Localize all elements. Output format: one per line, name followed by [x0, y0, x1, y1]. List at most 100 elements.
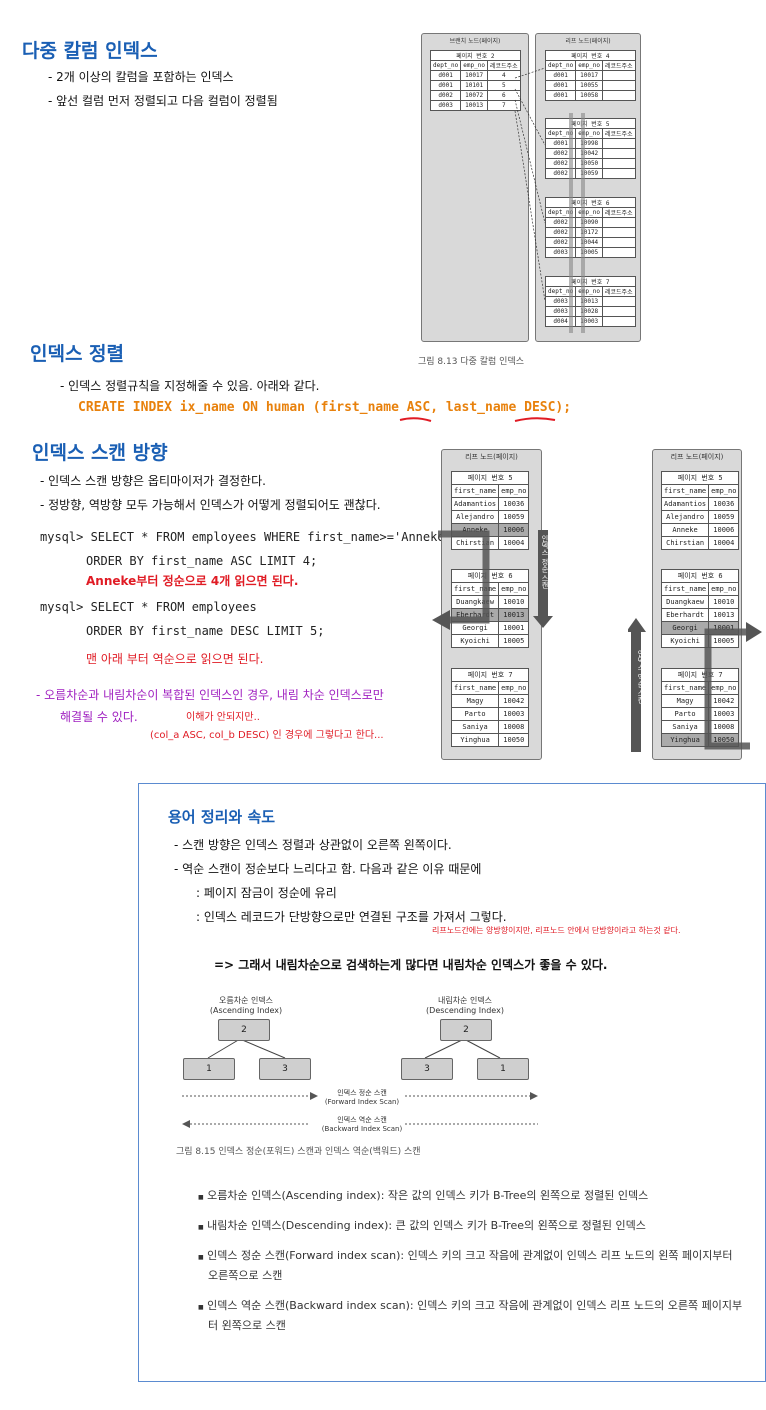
def-forward-scan: ■ 인덱스 정순 스캔(Forward index scan): 인덱스 키의 … — [198, 1246, 733, 1268]
desc-label-1: 내림차순 인덱스 — [437, 996, 493, 1005]
cell — [601, 168, 636, 179]
index-sort-note: - 인덱스 정렬규칙을 지정해줄 수 있음. 아래와 같다. — [60, 379, 320, 393]
cell: Adamantios — [450, 497, 500, 511]
bullet-square-icon: ■ — [198, 1304, 204, 1311]
purple-note-line1: - 오름차순과 내림차순이 복합된 인덱스인 경우, 내림 차순 인덱스로만 — [36, 688, 384, 702]
cell: 10059 — [575, 168, 603, 179]
desc-root-node: 2 — [440, 1019, 492, 1041]
forward-scan-label: 인덱스 정순 스캔 — [541, 535, 549, 589]
leaf-node-title: 리프 노드(페이지) — [565, 38, 611, 45]
scan-direction-bullet-1: - 인덱스 스캔 방향은 옵티마이저가 결정한다. — [40, 474, 266, 488]
section-title-terms-speed: 용어 정리와 속도 — [168, 808, 276, 826]
backward-scan-caption: 인덱스 역순 스캔 (Backward Index Scan) — [312, 1115, 412, 1133]
desc-right-node: 1 — [477, 1058, 529, 1080]
asc-label-1: 오름차순 인덱스 — [218, 996, 274, 1005]
cell: Magy — [450, 694, 500, 708]
cell: d004 — [544, 316, 577, 327]
page-label: 페이지 번호 6 — [660, 569, 740, 583]
def-descending: ■ 내림차순 인덱스(Descending index): 큰 값의 인덱스 키… — [198, 1216, 646, 1238]
cell: Kyoichi — [450, 634, 500, 648]
desc-label-2: (Descending Index) — [426, 1006, 504, 1015]
page-label: 페이지 번호 5 — [450, 471, 530, 485]
backward-scan-label: 인덱스 역순 스캔 — [637, 650, 645, 704]
page-label: 페이지 번호 7 — [660, 668, 740, 682]
underline-marks — [399, 417, 556, 422]
terms-red-note: 리프노드간에는 양방향이지만, 리프노드 안에서 단방향이라고 하는것 같다. — [432, 926, 681, 935]
create-index-code: CREATE INDEX ix_name ON human (first_nam… — [78, 400, 572, 415]
cell: 10006 — [708, 523, 740, 537]
cell: 10042 — [498, 694, 530, 708]
def-backward-scan: ■ 인덱스 역순 스캔(Backward index scan): 인덱스 키의… — [198, 1296, 742, 1318]
def-forward-scan-cont: 오른쪽으로 스캔 — [208, 1269, 283, 1282]
header-cell: first_name — [450, 681, 500, 695]
cell: 10003 — [575, 316, 603, 327]
asc-left-node: 1 — [183, 1058, 235, 1080]
section-title-scan-direction: 인덱스 스캔 방향 — [32, 442, 168, 464]
section-title-multi-column-index: 다중 칼럼 인덱스 — [22, 40, 158, 62]
red-aside-1: 이해가 안되지만.. — [186, 712, 260, 723]
header-cell: emp_no — [498, 681, 530, 695]
scan-direction-arrows — [182, 1092, 538, 1128]
header-cell: first_name — [660, 582, 710, 596]
figure-8-13-caption: 그림 8.13 다중 칼럼 인덱스 — [418, 357, 525, 367]
cell: 10013 — [498, 608, 530, 622]
terms-bullet-2: - 역순 스캔이 정순보다 느리다고 함. 다음과 같은 이유 때문에 — [174, 862, 482, 876]
def-ascending: ■ 오름차순 인덱스(Ascending index): 작은 값의 인덱스 키… — [198, 1186, 648, 1208]
asc-label-2: (Ascending Index) — [209, 1006, 283, 1015]
cell: Chirstian — [660, 536, 710, 550]
branch-node-title: 브랜치 노드(페이지) — [449, 38, 501, 45]
backward-scan-arrow — [628, 618, 762, 752]
query2-line2: ORDER BY first_name DESC LIMIT 5; — [86, 624, 325, 638]
cell — [601, 90, 636, 101]
cell: Saniya — [450, 720, 500, 734]
cell: 7 — [486, 100, 521, 111]
bwd-caption-1: 인덱스 역순 스캔 — [337, 1116, 387, 1124]
desc-index-label: 내림차순 인덱스 (Descending Index) — [420, 995, 510, 1015]
forward-scan-caption: 인덱스 정순 스캔 (Forward Index Scan) — [312, 1088, 412, 1106]
terms-bullet-4: : 인덱스 레코드가 단방향으로만 연결된 구조를 가져서 그렇다. — [196, 910, 507, 924]
leaf-diagram-title: 리프 노드(페이지) — [465, 453, 518, 461]
multi-column-bullet-2: - 앞선 컬럼 먼저 정렬되고 다음 컬럼이 정렬됨 — [48, 94, 278, 108]
terms-bullet-3: : 페이지 잠금이 정순에 유리 — [196, 886, 337, 900]
leaf-diagram-title: 리프 노드(페이지) — [670, 453, 724, 461]
desc-left-node: 3 — [401, 1058, 453, 1080]
header-cell: emp_no — [708, 582, 740, 596]
cell: Parto — [450, 707, 500, 721]
cell: 10058 — [575, 90, 603, 101]
cell: 10059 — [708, 510, 740, 524]
page-label: 페이지 번호 7 — [450, 668, 530, 682]
scan-direction-bullet-2: - 정방향, 역방향 모두 가능해서 인덱스가 어떻게 정렬되어도 괜찮다. — [40, 498, 381, 512]
def-text: 인덱스 역순 스캔(Backward index scan): 인덱스 키의 크… — [207, 1299, 743, 1312]
page-label: 페이지 번호 5 — [660, 471, 740, 485]
query1-note: Anneke부터 정순으로 4개 읽으면 된다. — [86, 574, 299, 588]
query2-line1: mysql> SELECT * FROM employees — [40, 600, 257, 614]
cell — [601, 316, 636, 327]
cell: Anneke — [660, 523, 710, 537]
bwd-caption-2: (Backward Index Scan) — [321, 1125, 403, 1133]
cell: 10050 — [498, 733, 530, 747]
cell: 10013 — [460, 100, 488, 111]
forward-scan-arrow — [432, 530, 553, 630]
asc-root-node: 2 — [218, 1019, 270, 1041]
query1-line2: ORDER BY first_name ASC LIMIT 4; — [86, 554, 318, 568]
cell: 10004 — [498, 536, 530, 550]
def-text: 내림차순 인덱스(Descending index): 큰 값의 인덱스 키가 … — [207, 1219, 646, 1232]
purple-note-line2: 해결될 수 있다. — [60, 710, 138, 724]
branch-to-leaf-arrows — [514, 67, 585, 333]
cell: d002 — [544, 168, 577, 179]
terms-bullet-1: - 스캔 방향은 인덱스 정렬과 상관없이 오른쪽 왼쪽이다. — [174, 838, 452, 852]
cell: 10004 — [708, 536, 740, 550]
multi-column-bullet-1: - 2개 이상의 칼럼을 포함하는 인덱스 — [48, 70, 234, 84]
cell: 10005 — [498, 634, 530, 648]
cell: 10005 — [575, 247, 603, 258]
asc-index-label: 오름차순 인덱스 (Ascending Index) — [206, 995, 286, 1015]
def-text: 인덱스 정순 스캔(Forward index scan): 인덱스 키의 크고… — [207, 1249, 733, 1262]
query1-line1: mysql> SELECT * FROM employees WHERE fir… — [40, 530, 452, 544]
cell: Adamantios — [660, 497, 710, 511]
